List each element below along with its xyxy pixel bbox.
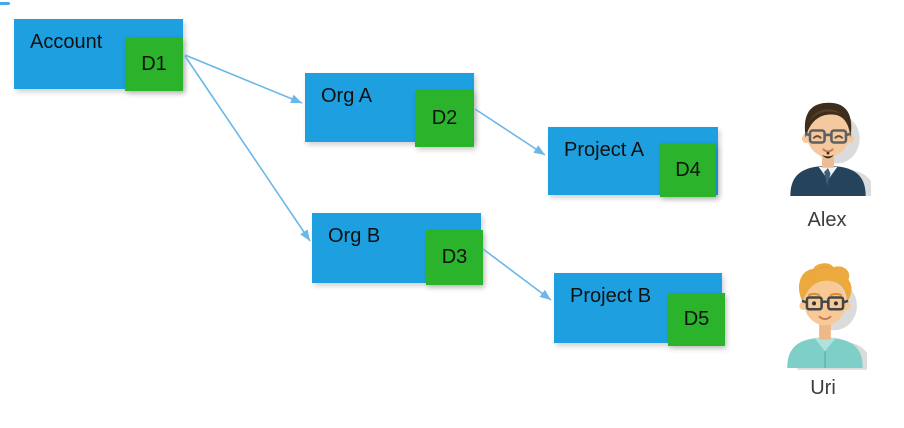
badge-d2: D2 <box>415 90 474 147</box>
arrow-d1-to-org-a <box>184 54 303 104</box>
cropped-line-fragment <box>0 2 10 5</box>
avatar-alex-icon <box>790 102 871 196</box>
arrow-d3-to-project-b <box>482 248 552 301</box>
badge-d5: D5 <box>668 293 725 346</box>
arrow-d1-to-org-b <box>184 55 311 242</box>
avatar-uri-icon <box>787 263 867 370</box>
node-project-a-label: Project A <box>564 139 645 161</box>
node-project-b-label: Project B <box>570 285 652 307</box>
node-org-b-label: Org B <box>328 225 381 247</box>
user-label-alex: Alex <box>807 209 847 231</box>
badge-d1: D1 <box>125 37 183 91</box>
node-org-a-label: Org A <box>321 85 373 107</box>
node-account-label: Account <box>30 31 103 53</box>
badge-d4: D4 <box>660 143 716 197</box>
arrow-d2-to-project-a <box>474 108 546 156</box>
user-label-uri: Uri <box>810 377 836 399</box>
badge-d3: D3 <box>426 230 483 285</box>
